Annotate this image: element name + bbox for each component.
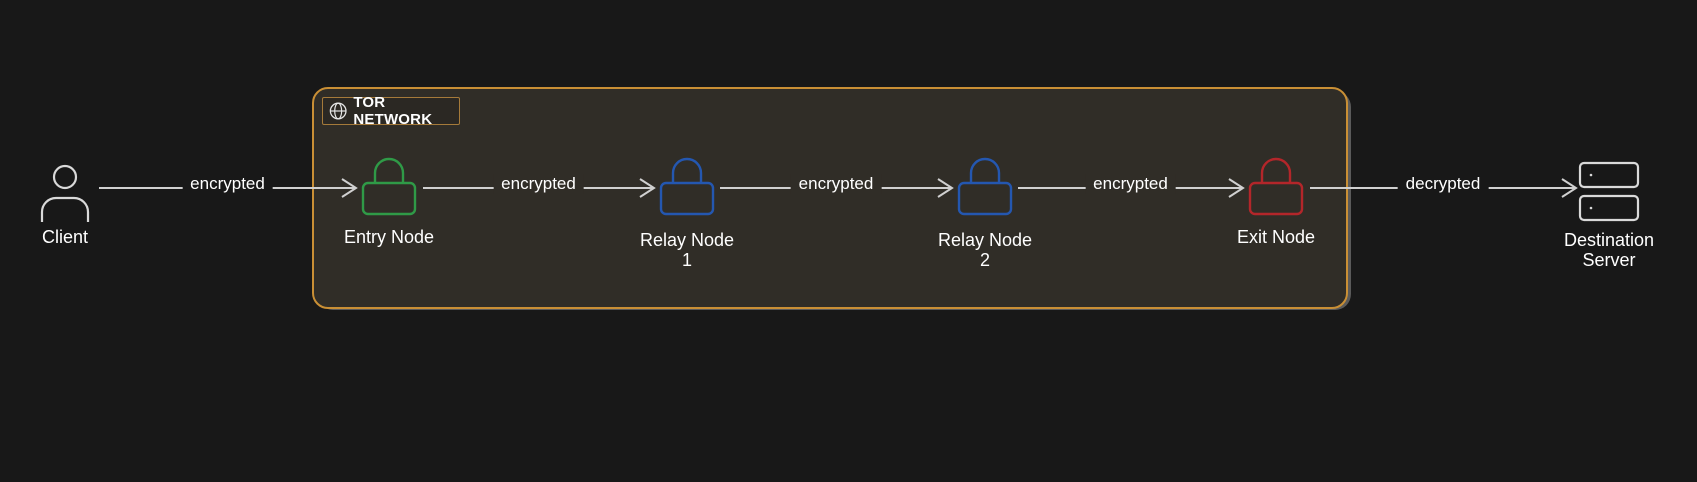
node-entry bbox=[360, 155, 418, 222]
node-relay1 bbox=[658, 155, 716, 222]
node-label-client: Client bbox=[41, 227, 89, 247]
arrowhead-entry-relay1 bbox=[639, 178, 656, 198]
node-label-server: Destination Server bbox=[1563, 230, 1655, 270]
tor-network-group bbox=[312, 87, 1348, 309]
edge-label-relay1-relay2: encrypted bbox=[790, 174, 882, 194]
arrowhead-exit-server bbox=[1561, 178, 1578, 198]
arrowhead-relay2-exit bbox=[1228, 178, 1245, 198]
edge-label-client-entry: encrypted bbox=[182, 174, 273, 194]
arrowhead-relay1-relay2 bbox=[937, 178, 954, 198]
lock-icon bbox=[361, 157, 417, 216]
edge-label-entry-relay1: encrypted bbox=[493, 174, 584, 194]
globe-icon bbox=[329, 102, 347, 120]
node-exit bbox=[1247, 155, 1305, 222]
node-label-relay1: Relay Node 1 bbox=[639, 230, 735, 270]
tor-network-label: TOR NETWORK bbox=[353, 94, 433, 128]
node-label-relay2: Relay Node 2 bbox=[937, 230, 1033, 270]
lock-icon bbox=[957, 157, 1013, 216]
tor-network-tag: TOR NETWORK bbox=[322, 94, 460, 128]
node-label-exit: Exit Node bbox=[1236, 227, 1316, 247]
edge-label-exit-server: decrypted bbox=[1397, 174, 1489, 194]
user-icon bbox=[40, 164, 90, 222]
node-client bbox=[39, 164, 91, 229]
node-relay2 bbox=[956, 155, 1014, 222]
server-icon bbox=[1578, 161, 1640, 222]
lock-icon bbox=[1248, 157, 1304, 216]
lock-icon bbox=[659, 157, 715, 216]
edge-label-relay2-exit: encrypted bbox=[1085, 174, 1176, 194]
node-server bbox=[1578, 161, 1640, 228]
arrowhead-client-entry bbox=[341, 178, 358, 198]
node-label-entry: Entry Node bbox=[343, 227, 435, 247]
